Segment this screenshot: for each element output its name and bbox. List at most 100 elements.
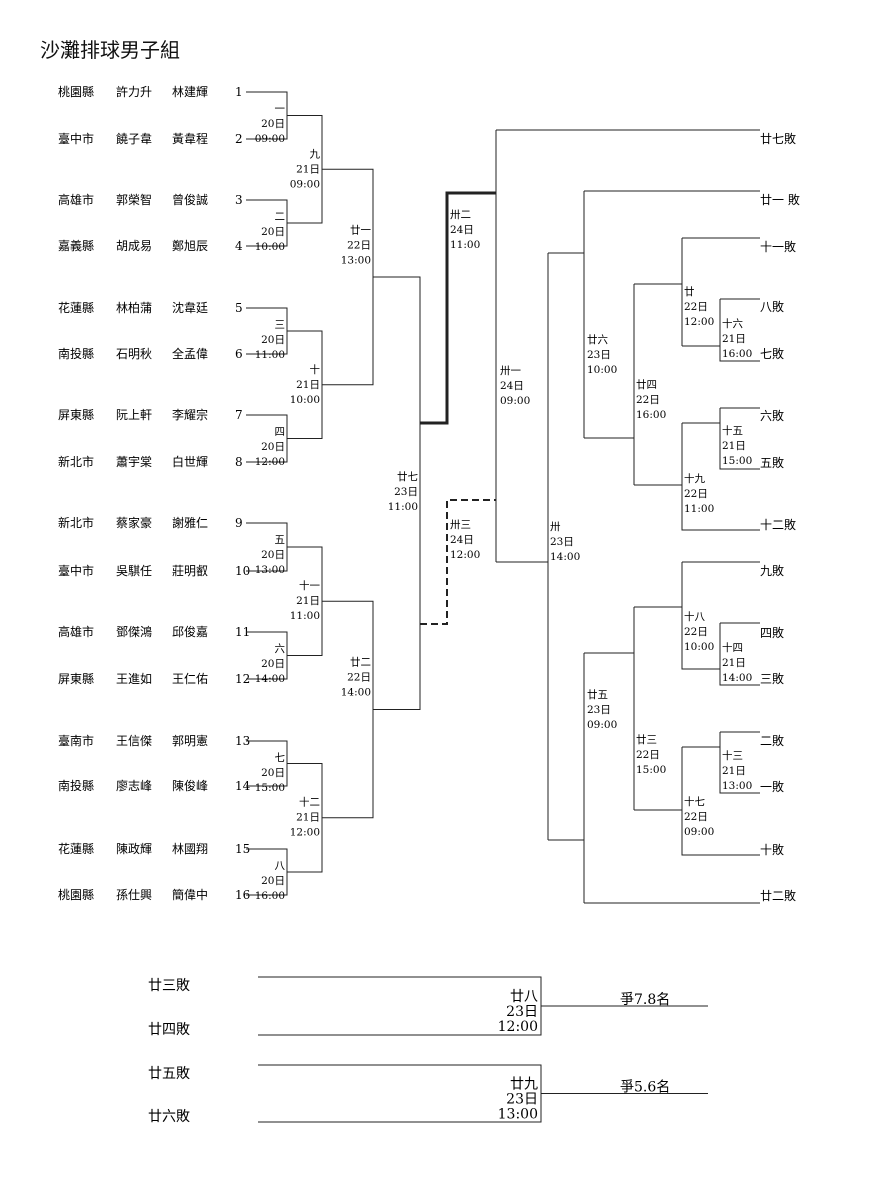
- match-day: 24日: [450, 224, 474, 236]
- match-number: 十四: [722, 641, 743, 654]
- team-county: 高雄市: [58, 624, 94, 639]
- match-number: 二: [275, 211, 286, 223]
- team-county: 高雄市: [58, 192, 94, 207]
- match-number: 卅: [550, 521, 561, 533]
- player-name: 郭明憲: [172, 733, 208, 748]
- bracket-line: [719, 623, 760, 686]
- match-day: 20日: [261, 767, 285, 779]
- match-day: 22日: [636, 749, 660, 761]
- match-time: 11:00: [388, 501, 418, 513]
- match-number: 三: [275, 319, 286, 331]
- bracket-line: [719, 732, 760, 794]
- match-time: 14:00: [550, 551, 580, 563]
- match-bracket: [246, 91, 288, 140]
- match-bracket: [246, 307, 288, 355]
- page-title: 沙灘排球男子組: [40, 38, 180, 62]
- match-day: 21日: [296, 595, 320, 607]
- player-name: 沈韋廷: [172, 300, 208, 315]
- match-number: 十三: [722, 749, 743, 762]
- seed-number: 15: [235, 842, 250, 856]
- placement-entrant: 廿五敗: [148, 1066, 190, 1082]
- match-time: 10:00: [587, 364, 617, 376]
- match-number: 十二: [299, 796, 320, 809]
- match-time: 11:00: [290, 610, 320, 622]
- loser-label: 廿二敗: [760, 888, 796, 903]
- placement-entrant: 廿三敗: [148, 978, 190, 994]
- match-time: 15:00: [636, 764, 666, 776]
- match-day: 20日: [261, 118, 285, 130]
- player-name: 謝雅仁: [172, 515, 208, 530]
- match-number: 卅二: [450, 209, 471, 221]
- match-day: 23日: [587, 704, 611, 716]
- player-name: 簡偉中: [172, 887, 208, 902]
- player-name: 石明秋: [116, 347, 152, 361]
- team-county: 南投縣: [58, 346, 94, 361]
- team-county: 臺中市: [58, 563, 94, 578]
- player-name: 陳俊峰: [172, 778, 208, 793]
- match-number: 廿一: [350, 224, 371, 236]
- match-number: 六: [275, 643, 286, 655]
- seed-number: 6: [235, 347, 243, 361]
- match-number: 十九: [684, 472, 705, 485]
- team-county: 屏東縣: [58, 672, 94, 686]
- match-day: 21日: [722, 765, 746, 777]
- match-day: 20日: [261, 334, 285, 346]
- match-number: 卅三: [450, 519, 471, 531]
- loser-label: 廿七敗: [760, 131, 796, 146]
- team-county: 臺南市: [58, 733, 94, 748]
- team-county: 南投縣: [58, 778, 94, 793]
- match-number: 五: [275, 534, 286, 546]
- match-time: 11:00: [450, 239, 480, 251]
- loser-label: 廿一 敗: [760, 192, 800, 207]
- match-day: 21日: [296, 812, 320, 824]
- match-day: 23日: [550, 536, 574, 548]
- match-bracket: [246, 848, 288, 896]
- loser-label: 十二敗: [760, 517, 796, 532]
- team-county: 屏東縣: [58, 408, 94, 422]
- bold-path: [420, 191, 496, 425]
- match-day: 21日: [722, 333, 746, 345]
- player-name: 阮上軒: [116, 408, 152, 422]
- player-name: 蕭宇棠: [116, 455, 152, 469]
- player-name: 陳政輝: [116, 842, 152, 856]
- player-name: 蔡家豪: [116, 515, 152, 530]
- seed-number: 7: [235, 408, 243, 422]
- match-number: 卅一: [500, 365, 521, 377]
- match-time: 12:00: [498, 1019, 538, 1035]
- match-day: 23日: [587, 349, 611, 361]
- player-name: 林建輝: [172, 85, 208, 99]
- match-day: 22日: [636, 394, 660, 406]
- match-number: 廿三: [636, 734, 657, 746]
- seed-number: 13: [235, 734, 250, 748]
- match-number: 廿: [684, 286, 695, 298]
- match-time: 11:00: [684, 503, 714, 515]
- seed-number: 16: [235, 888, 250, 902]
- seed-number: 3: [235, 193, 243, 207]
- placement-result: 爭5.6名: [620, 1080, 670, 1096]
- match-number: 十一: [299, 579, 320, 592]
- match-time: 09:00: [500, 395, 530, 407]
- seed-number: 12: [235, 672, 250, 686]
- match-number: 廿八: [510, 989, 538, 1005]
- match-time: 10:00: [684, 641, 714, 653]
- match-day: 22日: [684, 301, 708, 313]
- loser-label: 二敗: [760, 733, 784, 748]
- match-day: 20日: [261, 549, 285, 561]
- player-name: 王進如: [116, 671, 152, 686]
- seed-number: 9: [235, 516, 243, 530]
- match-number: 廿四: [636, 379, 657, 391]
- seed-number: 4: [235, 239, 243, 253]
- match-day: 20日: [261, 226, 285, 238]
- loser-label: 十一敗: [760, 239, 796, 254]
- team-county: 花蓮縣: [58, 300, 94, 315]
- match-bracket: [322, 600, 374, 819]
- loser-label: 十敗: [760, 842, 784, 857]
- bracket-line: [719, 299, 760, 362]
- player-name: 王仁佑: [172, 672, 208, 686]
- player-name: 饒子韋: [116, 131, 152, 146]
- player-name: 鄭旭辰: [172, 238, 208, 253]
- player-name: 李耀宗: [172, 407, 208, 422]
- match-time: 14:00: [255, 673, 285, 685]
- match-number: 十七: [684, 795, 705, 808]
- player-name: 廖志峰: [116, 778, 152, 793]
